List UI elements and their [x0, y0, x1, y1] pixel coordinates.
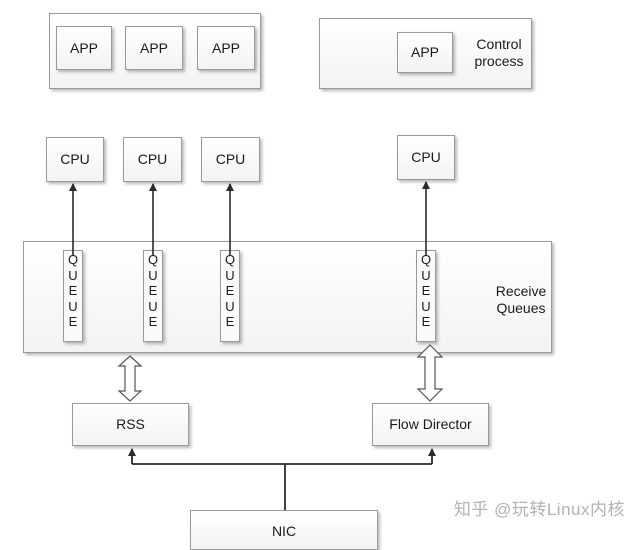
rss-box: RSS [72, 403, 189, 446]
app-label: APP [69, 39, 98, 56]
cpu-box-4: CPU [397, 135, 455, 180]
queue-letter: Q [224, 252, 236, 267]
queue-letter: E [68, 314, 78, 330]
app-label: APP [211, 39, 240, 56]
queue-letter: E [148, 283, 158, 299]
control-label-line2: process [474, 53, 524, 69]
receive-label-line2: Queues [496, 300, 546, 316]
flow-director-double-arrow [416, 344, 444, 402]
cpu-label: CPU [60, 151, 90, 168]
queue-letter: E [421, 314, 431, 330]
app-label: APP [410, 44, 439, 61]
queue-letter: E [225, 283, 235, 299]
queue-letters: Q U E U E [144, 252, 162, 330]
flow-director-box: Flow Director [372, 403, 489, 446]
queue-letter: U [148, 267, 158, 283]
queue-1: Q U E U E [63, 250, 83, 342]
rss-double-arrow [117, 355, 143, 402]
nic-box: NIC [190, 510, 378, 550]
queue-letter: U [421, 298, 431, 314]
app-label: APP [139, 39, 168, 56]
cpu-label: CPU [215, 151, 246, 168]
queue-letter: E [225, 314, 235, 330]
app-box-1: APP [56, 26, 112, 70]
app-box-3: APP [197, 26, 255, 70]
cpu-label: CPU [411, 149, 441, 166]
queue-letter: Q [67, 252, 79, 267]
control-app-box: APP [397, 32, 453, 73]
queue-letter: Q [147, 252, 159, 267]
cpu-box-2: CPU [123, 137, 182, 182]
cpu-box-1: CPU [46, 137, 104, 182]
queue-3: Q U E U E [220, 250, 240, 342]
queue-letter: U [68, 298, 78, 314]
receive-label-line1: Receive [495, 283, 547, 300]
queue-letter: U [225, 298, 235, 314]
queue-2: Q U E U E [143, 250, 163, 342]
queue-letter: U [225, 267, 235, 283]
queue-letter: U [68, 267, 78, 283]
queue-letter: U [148, 298, 158, 314]
queue-letter: U [421, 267, 431, 283]
receive-queues-label: Receive Queues [484, 280, 558, 320]
cpu-label: CPU [137, 151, 168, 168]
app-box-2: APP [125, 26, 183, 70]
queue-letters: Q U E U E [64, 252, 82, 330]
control-label-line1: Control [476, 36, 522, 53]
watermark-text: 知乎 @玩转Linux内核 [453, 500, 625, 519]
queue-letters: Q U E U E [417, 252, 435, 330]
control-process-label: Control process [462, 34, 536, 72]
queue-letter: E [148, 314, 158, 330]
receive-queues-panel [23, 241, 552, 353]
rss-label: RSS [116, 416, 145, 433]
queue-4: Q U E U E [416, 250, 436, 342]
queue-letter: Q [420, 252, 432, 267]
flow-director-label: Flow Director [389, 416, 472, 433]
queue-letter: E [421, 283, 431, 299]
cpu-box-3: CPU [201, 137, 260, 182]
queue-letter: E [68, 283, 78, 299]
queue-letters: Q U E U E [221, 252, 239, 330]
nic-label: NIC [271, 523, 297, 539]
